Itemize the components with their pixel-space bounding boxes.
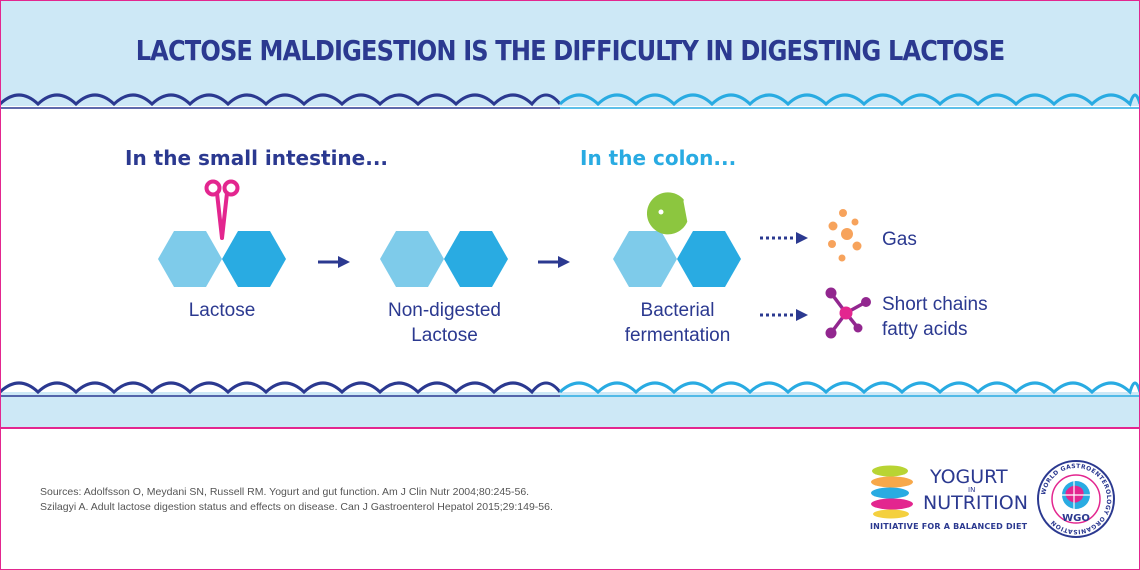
label-line: Short chains — [882, 294, 988, 315]
colon-heading: In the colon... — [580, 146, 737, 170]
top-wave-border — [0, 93, 1140, 109]
header-band — [0, 0, 1140, 106]
logo-word-yogurt: YOGURT — [930, 466, 1008, 488]
footer-divider — [0, 427, 1140, 429]
glucose-hexagon — [158, 231, 222, 287]
yogurt-in-nutrition-logo: YOGURT IN NUTRITION INITIATIVE FOR A BAL… — [868, 462, 1028, 537]
lactose-label: Lactose — [188, 300, 256, 321]
glucose-hexagon — [613, 231, 677, 287]
digestion-diagram — [158, 179, 871, 339]
wave-scallop-line — [558, 93, 1140, 107]
wgo-logo: WORLD GASTROENTEROLOGY ORGANISATION WGO — [1037, 460, 1115, 538]
bacterial-fermentation-label: Bacterial fermentation — [600, 298, 755, 348]
non-digested-lactose-label: Non-digested Lactose — [362, 298, 527, 348]
wave-scallop-line — [0, 93, 562, 107]
source-line: Szilagyi A. Adult lactose digestion stat… — [40, 501, 553, 513]
globe-icon — [1062, 481, 1090, 509]
arrow-to-fatty-acids — [760, 309, 808, 321]
scissors-icon — [204, 179, 240, 240]
gas-bubbles-icon — [828, 209, 862, 262]
sources-citation: Sources: Adolfsson O, Meydani SN, Russel… — [40, 485, 553, 515]
wave-scallop-line — [558, 381, 1140, 395]
gas-label: Gas — [882, 229, 917, 250]
glucose-hexagon — [380, 231, 444, 287]
stacked-pebbles-icon — [871, 465, 913, 519]
galactose-hexagon — [222, 231, 286, 287]
label-line: fermentation — [624, 325, 731, 346]
label-line: Lactose — [411, 325, 478, 346]
arrow-right-icon — [318, 256, 350, 268]
bottom-wave-border — [0, 381, 1140, 397]
logo-tagline: INITIATIVE FOR A BALANCED DIET — [870, 522, 1028, 531]
short-chain-fatty-acids-label: Short chains fatty acids — [882, 292, 988, 342]
lactose-molecule — [158, 231, 286, 287]
non-digested-lactose-molecule — [380, 231, 508, 287]
pacman-bacterium-icon — [646, 192, 688, 235]
wgo-acronym: WGO — [1062, 513, 1090, 524]
label-line: fatty acids — [882, 319, 968, 340]
label-line: Bacterial — [640, 300, 715, 321]
arrow-right-icon — [538, 256, 570, 268]
arrow-to-gas — [760, 232, 808, 244]
small-intestine-heading: In the small intestine... — [125, 146, 389, 170]
galactose-hexagon — [444, 231, 508, 287]
source-line: Sources: Adolfsson O, Meydani SN, Russel… — [40, 486, 530, 498]
page-title: LACTOSE MALDIGESTION IS THE DIFFICULTY I… — [135, 34, 1005, 67]
fermenting-lactose-molecule — [613, 231, 741, 287]
logo-word-nutrition: NUTRITION — [923, 492, 1028, 514]
wave-scallop-line — [0, 381, 562, 395]
logo-word-in: IN — [968, 486, 976, 494]
galactose-hexagon — [677, 231, 741, 287]
footer-band — [0, 392, 1140, 428]
molecule-icon — [825, 287, 871, 339]
label-line: Non-digested — [387, 300, 502, 321]
